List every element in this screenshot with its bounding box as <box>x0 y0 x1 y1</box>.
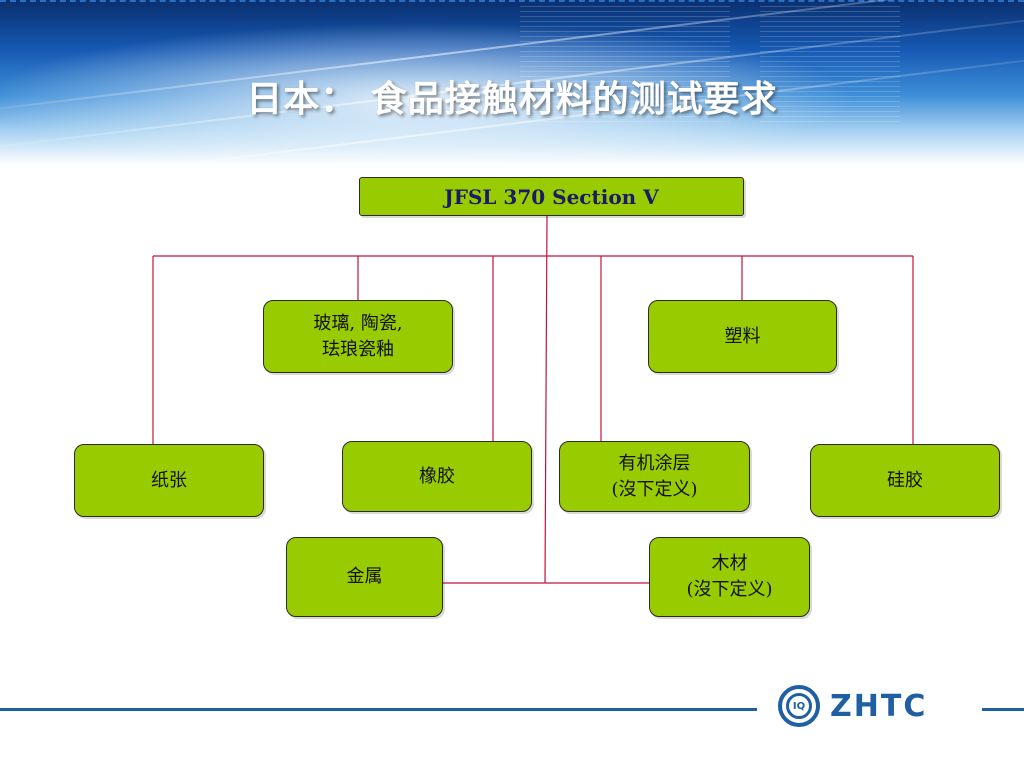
logo-emblem-icon: IQ <box>778 685 820 727</box>
node-organic-coating: 有机涂层 (沒下定义) <box>559 441 750 512</box>
node-glass-ceramic-enamel: 玻璃, 陶瓷, 珐琅瓷釉 <box>263 300 453 373</box>
header-banner <box>0 0 1024 165</box>
node-silicone: 硅胶 <box>810 444 1000 517</box>
node-wood: 木材 (沒下定义) <box>649 537 810 617</box>
node-metal: 金属 <box>286 537 443 617</box>
root-node-jfsl: JFSL 370 Section V <box>359 177 744 216</box>
node-plastic: 塑料 <box>648 300 837 373</box>
node-rubber: 橡胶 <box>342 441 532 512</box>
footer-divider-right <box>982 708 1024 711</box>
footer-divider-left <box>0 708 757 711</box>
company-logo: IQ ZHTC <box>778 682 968 730</box>
node-paper: 纸张 <box>74 444 264 517</box>
slide-title: 日本： 食品接触材料的测试要求 <box>246 79 778 120</box>
logo-text: ZHTC <box>830 688 928 724</box>
